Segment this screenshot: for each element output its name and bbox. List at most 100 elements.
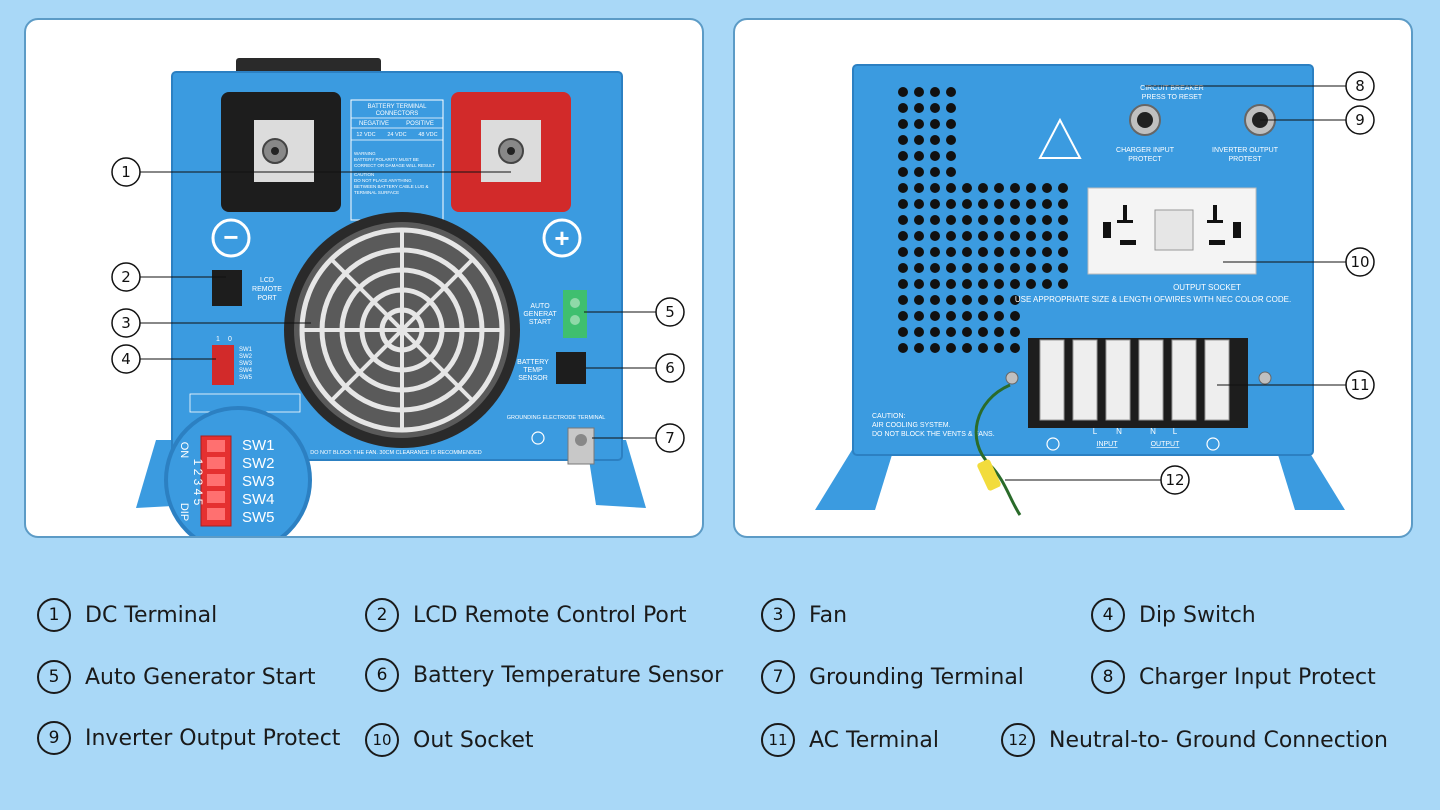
- legend-label-7: Grounding Terminal: [809, 664, 1024, 690]
- vent-hole: [914, 279, 924, 289]
- vent-hole: [978, 343, 988, 353]
- vent-hole: [946, 167, 956, 177]
- dip-zoom-sw4: SW4: [242, 491, 275, 508]
- legend-item-3: 3 Fan: [761, 595, 847, 635]
- legend-item-4: 4 Dip Switch: [1091, 595, 1256, 635]
- vent-hole: [962, 231, 972, 241]
- vent-hole: [914, 183, 924, 193]
- dip-zoom-side-numbers: 1 2 3 4 5: [191, 459, 205, 506]
- vent-hole: [1010, 311, 1020, 321]
- vent-hole: [1010, 247, 1020, 257]
- vent-hole: [930, 135, 940, 145]
- svg-text:2: 2: [121, 268, 131, 286]
- vent-hole: [914, 247, 924, 257]
- legend-label-8: Charger Input Protect: [1139, 664, 1376, 690]
- vent-hole: [962, 327, 972, 337]
- vent-hole: [898, 295, 908, 305]
- legend-number-10: 10: [365, 723, 399, 757]
- vent-hole: [914, 199, 924, 209]
- legend-item-5: 5 Auto Generator Start: [37, 657, 316, 697]
- grounding-electrode-label: GROUNDING ELECTRODE TERMINAL: [507, 415, 606, 421]
- vent-hole: [962, 295, 972, 305]
- vent-hole: [946, 151, 956, 161]
- vent-hole: [914, 343, 924, 353]
- dip-switch-labels: SW1 SW2 SW3 SW4 SW5: [239, 347, 253, 381]
- wire-connector: [977, 459, 1001, 491]
- vent-hole: [898, 119, 908, 129]
- vent-hole: [898, 215, 908, 225]
- vent-hole: [930, 343, 940, 353]
- vent-hole: [1042, 215, 1052, 225]
- auto-generator-terminal: [563, 290, 587, 338]
- battery-table-positive: POSITIVE: [406, 121, 434, 127]
- battery-voltage-48: 48 VDC: [418, 132, 437, 138]
- vent-hole: [962, 343, 972, 353]
- callout-3: 3: [111, 308, 311, 338]
- svg-text:4: 4: [121, 350, 131, 368]
- legend: 1 DC Terminal 2 LCD Remote Control Port …: [0, 590, 1440, 790]
- legend-label-5: Auto Generator Start: [85, 664, 316, 690]
- callout-11: 11: [1217, 370, 1375, 400]
- vent-hole: [962, 199, 972, 209]
- vent-hole: [1042, 247, 1052, 257]
- vent-hole: [962, 215, 972, 225]
- vent-hole: [914, 327, 924, 337]
- svg-text:N: N: [1116, 427, 1122, 436]
- vent-hole: [1026, 263, 1036, 273]
- vent-hole: [914, 231, 924, 241]
- legend-label-10: Out Socket: [413, 727, 534, 753]
- vent-hole: [962, 279, 972, 289]
- vent-hole: [914, 263, 924, 273]
- battery-table-title-1: BATTERY TERMINAL: [368, 104, 428, 110]
- back-view-illustration: CIRCUIT BREAKER PRESS TO RESET CHARGER I…: [815, 64, 1375, 516]
- vent-hole: [946, 119, 956, 129]
- vent-hole: [930, 119, 940, 129]
- vent-hole: [898, 327, 908, 337]
- vent-hole: [946, 231, 956, 241]
- vent-hole: [1026, 247, 1036, 257]
- vent-hole: [962, 247, 972, 257]
- legend-item-12: 12 Neutral-to- Ground Connection: [1001, 720, 1388, 760]
- svg-text:1: 1: [121, 163, 131, 181]
- vent-hole: [946, 311, 956, 321]
- vent-hole: [898, 87, 908, 97]
- warning-text-block: WARNING BATTERY POLARITY MUST BE CORRECT…: [354, 151, 435, 195]
- svg-text:+: +: [554, 223, 569, 253]
- callout-12: 12: [1005, 465, 1190, 495]
- vent-hole: [898, 231, 908, 241]
- vent-hole: [1058, 199, 1068, 209]
- dip-zoom-sw2: SW2: [242, 455, 275, 472]
- battery-terminal-label: [350, 99, 444, 221]
- vent-hole: [978, 183, 988, 193]
- vent-hole: [978, 199, 988, 209]
- vent-hole: [1042, 231, 1052, 241]
- vent-hole: [1058, 263, 1068, 273]
- svg-text:11: 11: [1350, 376, 1369, 394]
- svg-text:3: 3: [121, 314, 131, 332]
- svg-text:AIR COOLING SYSTEM.: AIR COOLING SYSTEM.: [872, 422, 951, 429]
- legend-item-8: 8 Charger Input Protect: [1091, 657, 1376, 697]
- svg-text:5: 5: [665, 303, 675, 321]
- vent-hole: [1058, 247, 1068, 257]
- vent-hole: [994, 279, 1004, 289]
- svg-text:0: 0: [228, 336, 232, 343]
- svg-text:12: 12: [1165, 471, 1184, 489]
- callout-4: 4: [111, 344, 216, 374]
- legend-number-1: 1: [37, 598, 71, 632]
- front-view-panel: BATTERY TERMINAL CONNECTORS NEGATIVE POS…: [24, 18, 704, 538]
- lcd-remote-port: [212, 270, 242, 306]
- vent-hole: [978, 279, 988, 289]
- legend-item-10: 10 Out Socket: [365, 720, 534, 760]
- vent-hole: [946, 263, 956, 273]
- battery-voltage-12: 12 VDC: [356, 132, 375, 138]
- vent-hole: [1026, 215, 1036, 225]
- front-view-illustration: BATTERY TERMINAL CONNECTORS NEGATIVE POS…: [111, 58, 685, 536]
- svg-text:SW2: SW2: [239, 354, 253, 360]
- vent-hole: [930, 279, 940, 289]
- vent-hole: [898, 263, 908, 273]
- output-socket: [1087, 187, 1257, 275]
- svg-text:L: L: [1093, 427, 1098, 436]
- vent-hole: [1010, 327, 1020, 337]
- vent-hole: [898, 135, 908, 145]
- vent-hole: [1010, 295, 1020, 305]
